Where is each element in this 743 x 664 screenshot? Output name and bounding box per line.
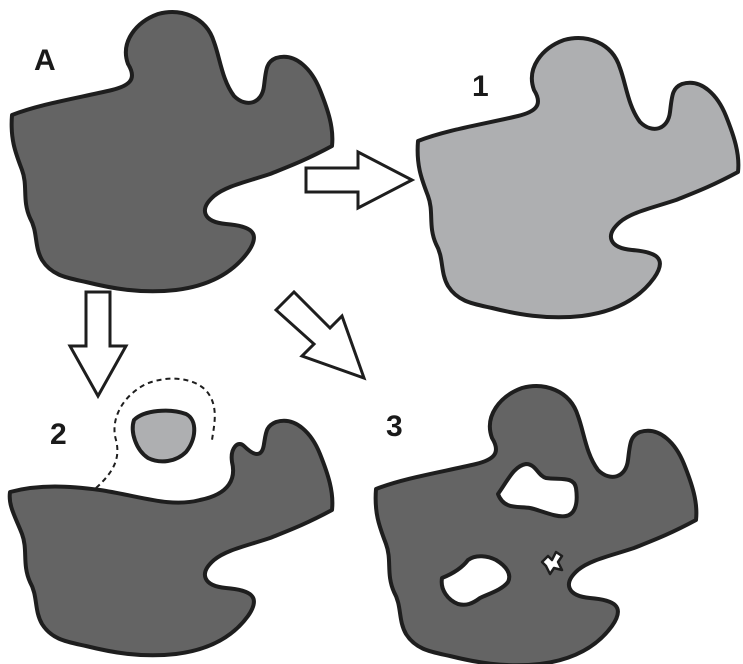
shape-a: [9, 10, 335, 294]
arrow-to-2: [67, 290, 129, 400]
shape-a-blob: [9, 10, 335, 294]
shape-2: [7, 377, 335, 658]
arrow-to-3: [273, 289, 367, 381]
shape-3-hole-upper: [496, 462, 579, 519]
label-1: 1: [472, 70, 489, 103]
arrow-to-1: [304, 149, 416, 211]
shape-1-blob: [415, 36, 741, 320]
label-a: A: [34, 44, 56, 77]
shape-3-hole-lower: [439, 554, 512, 607]
shape-3-blob: [373, 384, 699, 664]
shape-2-blob: [7, 418, 335, 658]
shape-3-hole-small: [540, 550, 564, 576]
shape-2-fragment: [130, 408, 197, 464]
label-2: 2: [50, 418, 67, 451]
shape-3: [373, 384, 699, 664]
shape-1: [415, 36, 741, 320]
label-3: 3: [386, 410, 403, 443]
